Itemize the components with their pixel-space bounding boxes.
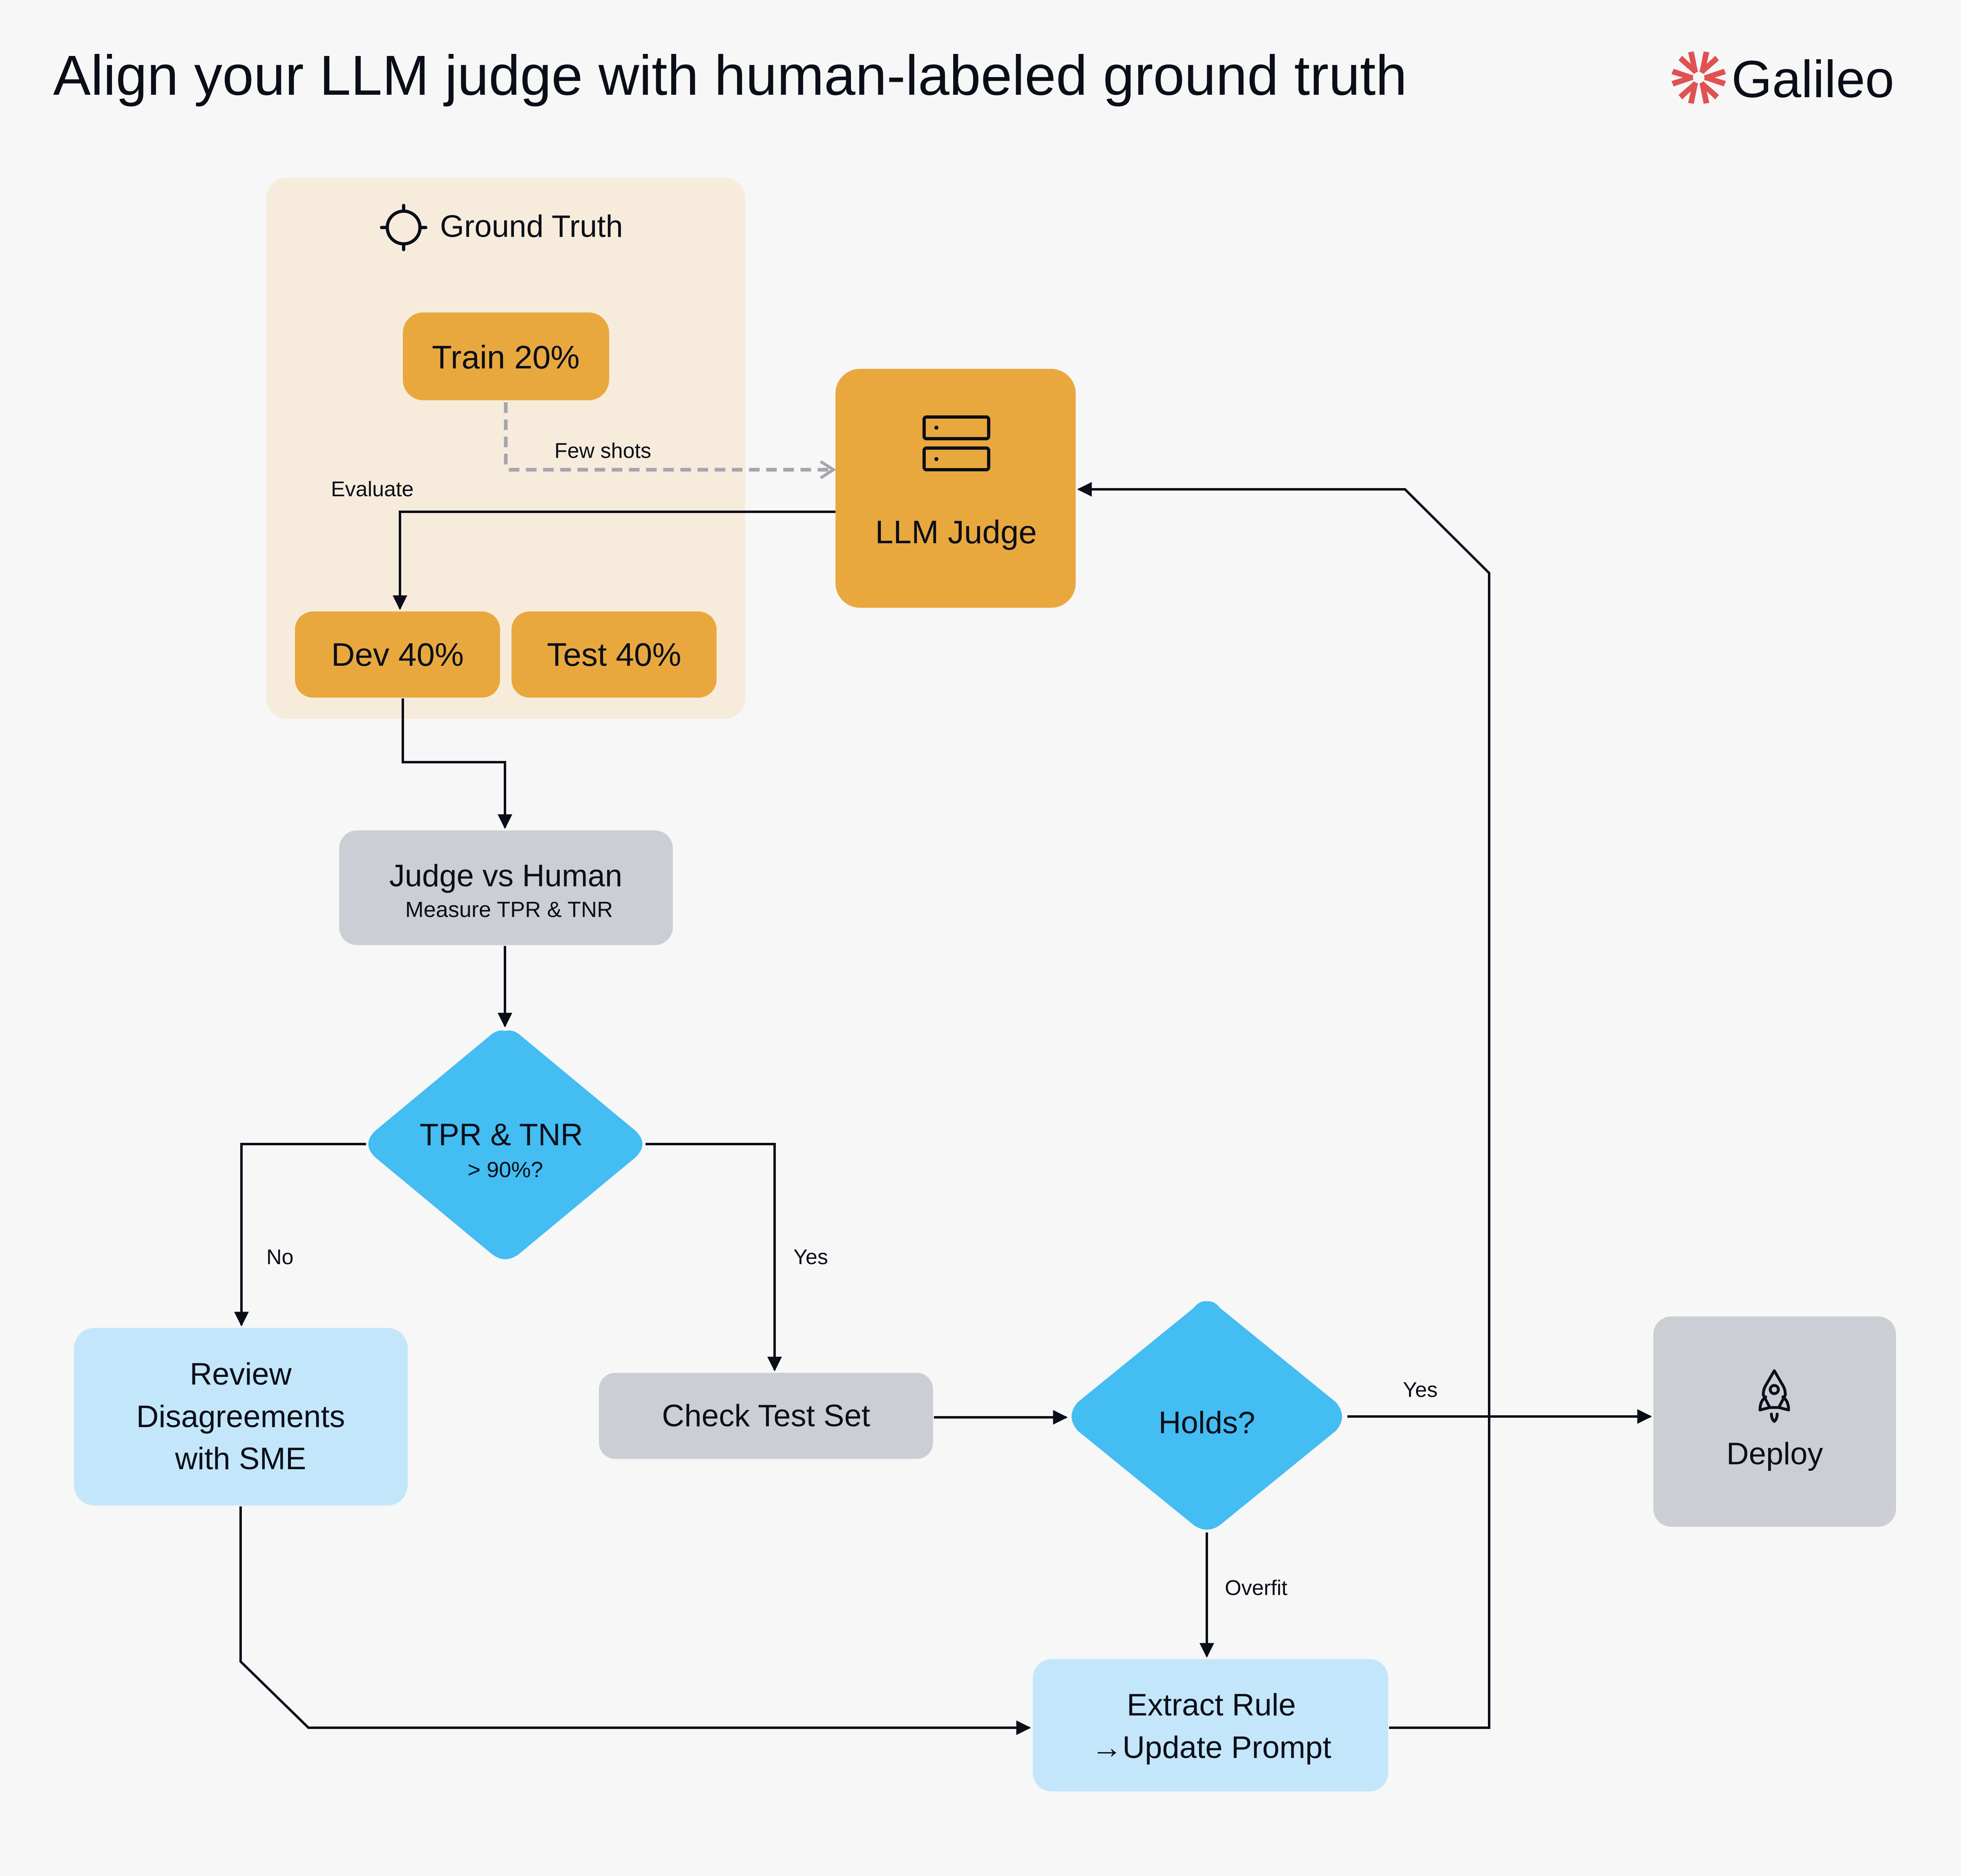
page-title: Align your LLM judge with human-labeled … bbox=[53, 44, 1407, 107]
ground-truth-label: Ground Truth bbox=[440, 209, 623, 244]
dev-to-judge-vs-human-connector bbox=[402, 698, 512, 829]
yes-threshold-connector bbox=[645, 1143, 782, 1372]
extract-to-llm-judge-loop-connector bbox=[1077, 482, 1490, 1729]
holds-label: Holds? bbox=[1159, 1405, 1255, 1440]
check-test-set-label: Check Test Set bbox=[662, 1399, 870, 1433]
llm-judge-node[interactable]: LLM Judge bbox=[835, 369, 1076, 608]
rocket-icon bbox=[1758, 1369, 1790, 1423]
extract-rule-line-2: →Update Prompt bbox=[1091, 1730, 1331, 1765]
no-label: No bbox=[266, 1245, 293, 1269]
judge-vs-human-subtitle: Measure TPR & TNR bbox=[405, 897, 613, 922]
yes-holds-label: Yes bbox=[1403, 1378, 1438, 1402]
threshold-subtitle: > 90%? bbox=[468, 1158, 543, 1182]
judge-vs-human-node[interactable]: Judge vs Human Measure TPR & TNR bbox=[339, 830, 673, 945]
review-line-2: Disagreements bbox=[136, 1399, 345, 1434]
check-test-set-node[interactable]: Check Test Set bbox=[599, 1373, 933, 1459]
holds-decision-node[interactable]: Holds? bbox=[1072, 1301, 1342, 1530]
few-shots-connector bbox=[504, 402, 833, 470]
extract-rule-node[interactable]: Extract Rule →Update Prompt bbox=[1033, 1659, 1388, 1791]
few-shots-label: Few shots bbox=[554, 439, 651, 463]
dev-node[interactable]: Dev 40% bbox=[295, 611, 500, 698]
crosshair-icon bbox=[380, 204, 427, 251]
evaluate-connector bbox=[393, 511, 835, 610]
judge-vs-human-title: Judge vs Human bbox=[389, 859, 622, 893]
llm-judge-label: LLM Judge bbox=[875, 514, 1037, 550]
train-node[interactable]: Train 20% bbox=[403, 312, 609, 400]
review-to-extract-connector bbox=[239, 1506, 1031, 1735]
overfit-label: Overfit bbox=[1225, 1576, 1288, 1600]
deploy-node[interactable]: Deploy bbox=[1653, 1316, 1896, 1527]
galileo-logo bbox=[1671, 51, 1727, 104]
ground-truth-panel bbox=[266, 178, 745, 719]
brand-name: Galileo bbox=[1731, 50, 1894, 109]
yes-threshold-label: Yes bbox=[793, 1245, 828, 1269]
review-disagreements-node[interactable]: Review Disagreements with SME bbox=[74, 1328, 408, 1506]
server-icon bbox=[922, 415, 990, 471]
threshold-title: TPR & TNR bbox=[420, 1118, 583, 1152]
evaluate-label: Evaluate bbox=[331, 477, 413, 501]
train-label: Train 20% bbox=[432, 339, 580, 375]
threshold-decision-node[interactable]: TPR & TNR > 90%? bbox=[368, 1030, 643, 1259]
test-label: Test 40% bbox=[547, 636, 681, 673]
test-node[interactable]: Test 40% bbox=[511, 611, 717, 698]
review-line-3: with SME bbox=[175, 1441, 306, 1476]
extract-rule-line-1: Extract Rule bbox=[1127, 1688, 1296, 1722]
review-line-1: Review bbox=[190, 1357, 292, 1392]
dev-label: Dev 40% bbox=[331, 636, 464, 673]
deploy-label: Deploy bbox=[1726, 1437, 1823, 1471]
galileo-starburst-icon bbox=[1671, 51, 1727, 104]
no-connector bbox=[234, 1143, 366, 1327]
